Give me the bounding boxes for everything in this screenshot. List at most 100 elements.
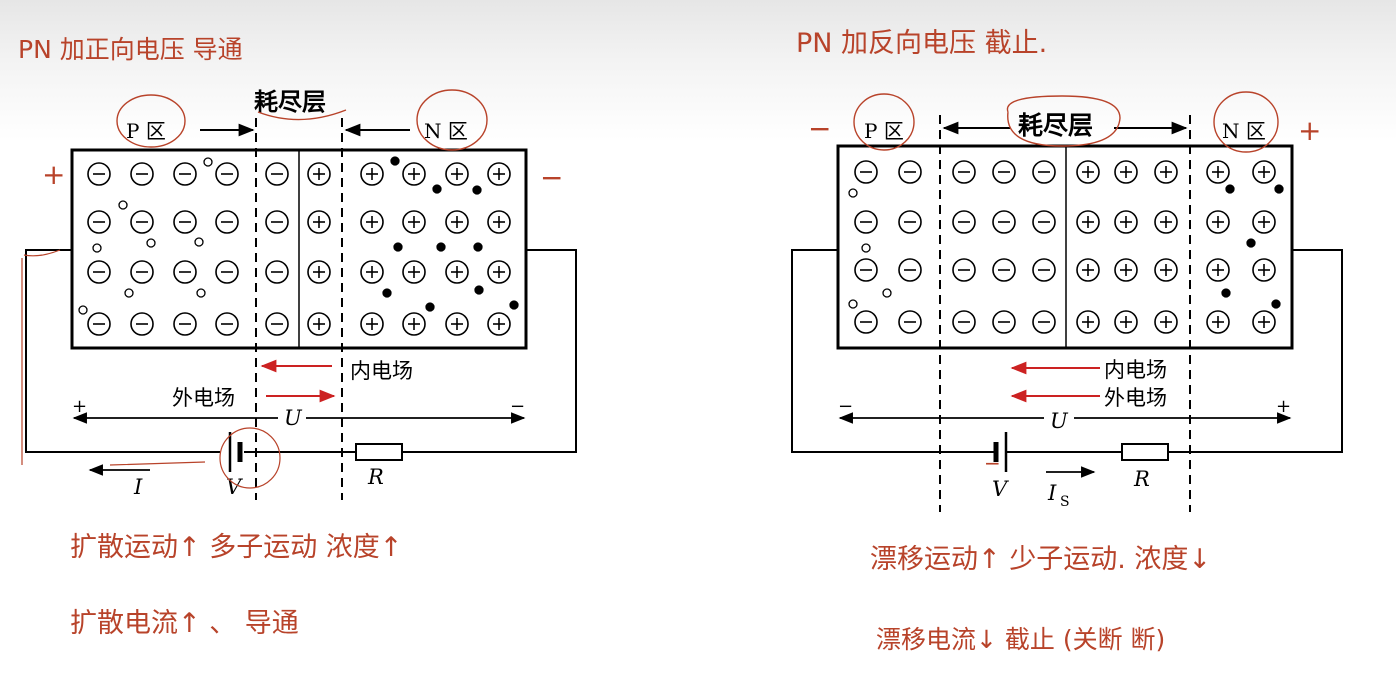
positive-ion-icon	[1076, 310, 1100, 334]
right-battery-minus-mark: −	[984, 451, 1001, 475]
positive-ion-icon	[1252, 258, 1276, 282]
positive-ion-icon	[445, 312, 469, 336]
negative-ion-icon	[898, 160, 922, 184]
negative-ion-icon	[173, 162, 197, 186]
positive-ion-icon	[402, 312, 426, 336]
positive-ion-icon	[445, 260, 469, 284]
negative-ion-icon	[173, 210, 197, 234]
hole-carrier-icon	[78, 305, 88, 315]
left-i-label: I	[133, 475, 143, 499]
negative-ion-icon	[87, 260, 111, 284]
negative-ion-icon	[898, 310, 922, 334]
positive-ion-icon	[1076, 160, 1100, 184]
positive-ion-icon	[360, 162, 384, 186]
positive-ion-icon	[360, 312, 384, 336]
electron-carrier-icon	[1221, 288, 1231, 298]
left-u-minus: −	[510, 396, 525, 417]
positive-ion-icon	[1154, 210, 1178, 234]
right-diagram: PN 加反向电压 截止. 耗尽层 P 区 N 区 − + 内电场 外电场 − +…	[791, 28, 1343, 654]
electron-carrier-icon	[1246, 238, 1256, 248]
hole-carrier-icon	[848, 299, 858, 309]
positive-ion-icon	[1114, 310, 1138, 334]
negative-ion-icon	[992, 310, 1016, 334]
electron-carrier-icon	[472, 185, 482, 195]
negative-ion-icon	[130, 312, 154, 336]
positive-ion-icon	[445, 162, 469, 186]
hole-carrier-icon	[882, 288, 892, 298]
electron-carrier-icon	[473, 242, 483, 252]
electron-carrier-icon	[1225, 184, 1235, 194]
right-p-label: P 区	[864, 119, 904, 143]
left-u-plus: +	[72, 396, 87, 417]
left-minus-sign: −	[540, 161, 563, 194]
negative-ion-icon	[1032, 310, 1056, 334]
left-battery-circle	[219, 427, 281, 489]
positive-ion-icon	[1252, 160, 1276, 184]
left-wire-right	[402, 249, 577, 453]
hole-carrier-icon	[92, 243, 102, 253]
negative-ion-icon	[130, 260, 154, 284]
left-note-2: 扩散电流↑ 、 导通	[70, 608, 299, 639]
left-heading: PN 加正向电压 导通	[18, 35, 243, 64]
left-plus-sign: +	[42, 158, 65, 191]
positive-ion-icon	[1206, 258, 1230, 282]
right-u-minus: −	[838, 396, 853, 417]
positive-ion-icon	[307, 312, 331, 336]
hole-carrier-icon	[196, 288, 206, 298]
electron-carrier-icon	[425, 302, 435, 312]
electron-carrier-icon	[1274, 184, 1284, 194]
negative-ion-icon	[992, 210, 1016, 234]
electron-carrier-icon	[436, 242, 446, 252]
positive-ion-icon	[1076, 210, 1100, 234]
positive-ion-icon	[1154, 310, 1178, 334]
hole-carrier-icon	[118, 200, 128, 210]
negative-ion-icon	[952, 210, 976, 234]
right-carriers	[848, 184, 1284, 309]
positive-ion-icon	[487, 260, 511, 284]
right-u-plus: +	[1276, 396, 1291, 417]
electron-carrier-icon	[474, 285, 484, 295]
positive-ion-icon	[445, 210, 469, 234]
negative-ion-icon	[215, 162, 239, 186]
positive-ion-icon	[402, 162, 426, 186]
electron-carrier-icon	[393, 242, 403, 252]
negative-ion-icon	[87, 162, 111, 186]
negative-ion-icon	[1032, 160, 1056, 184]
negative-ion-icon	[130, 162, 154, 186]
negative-ion-icon	[173, 260, 197, 284]
negative-ion-icon	[265, 260, 289, 284]
negative-ion-icon	[215, 210, 239, 234]
negative-ion-icon	[992, 258, 1016, 282]
right-wire-left	[791, 249, 994, 453]
positive-ion-icon	[307, 260, 331, 284]
positive-ion-icon	[1252, 210, 1276, 234]
left-u-label: U	[284, 406, 303, 430]
right-note-1: 漂移运动↑ 少子运动. 浓度↓	[870, 544, 1211, 575]
positive-ion-icon	[307, 210, 331, 234]
right-heading: PN 加反向电压 截止.	[796, 28, 1047, 59]
electron-carrier-icon	[382, 288, 392, 298]
negative-ion-icon	[265, 312, 289, 336]
electron-carrier-icon	[1271, 299, 1281, 309]
left-wire-annotation	[21, 249, 206, 466]
left-inner-field-label: 内电场	[350, 359, 413, 383]
negative-ion-icon	[265, 210, 289, 234]
hole-carrier-icon	[848, 188, 858, 198]
positive-ion-icon	[360, 210, 384, 234]
left-ion-grid	[87, 162, 511, 336]
right-v-label: V	[992, 477, 1009, 501]
negative-ion-icon	[130, 210, 154, 234]
negative-ion-icon	[854, 210, 878, 234]
negative-ion-icon	[952, 258, 976, 282]
negative-ion-icon	[173, 312, 197, 336]
negative-ion-icon	[215, 312, 239, 336]
left-diagram: PN 加正向电压 导通 耗尽层 P 区 N 区 + − 内电场 外电场 + − …	[18, 35, 577, 639]
electron-carrier-icon	[509, 300, 519, 310]
negative-ion-icon	[854, 258, 878, 282]
positive-ion-icon	[1076, 258, 1100, 282]
electron-carrier-icon	[432, 184, 442, 194]
left-note-1: 扩散运动↑ 多子运动 浓度↑	[70, 532, 402, 563]
right-plus-sign: +	[1298, 114, 1321, 147]
